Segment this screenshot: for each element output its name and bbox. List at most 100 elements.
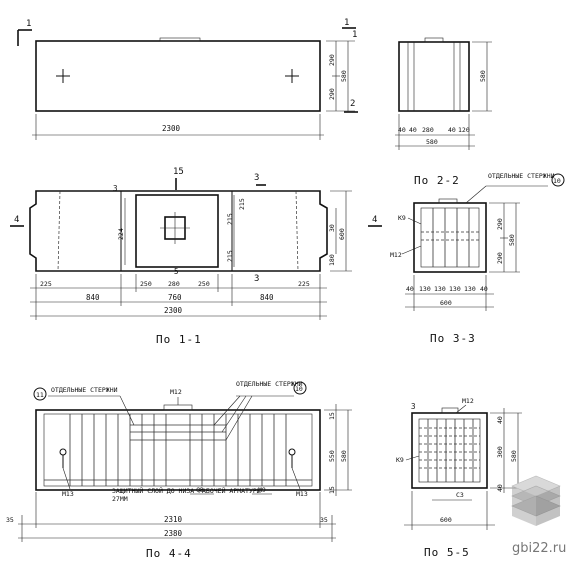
section-4-4: 11 ОТДЕЛЬНЫЕ СТЕРЖНИ М12 ОТДЕЛЬНЫЕ СТЕРЖ… (6, 380, 352, 560)
callout-text: ОТДЕЛЬНЫЕ СТЕРЖНИ (488, 172, 555, 180)
view-title: По 5-5 (424, 546, 470, 559)
leader-line (401, 245, 422, 255)
dim-label: 40 (448, 126, 456, 134)
dim-label: 130 (464, 285, 476, 293)
lifting-loop (424, 37, 444, 43)
label-c3: С3 (196, 486, 204, 494)
view-title: По 3-3 (430, 332, 476, 345)
dim-label: 300 (496, 446, 504, 458)
width-label: 580 (426, 138, 438, 146)
dim-label: 290 (328, 54, 336, 66)
width-label: 600 (440, 299, 452, 307)
label-m12: М12 (462, 397, 474, 405)
dim-label: 130 (419, 285, 431, 293)
dim-label: 600 (338, 228, 346, 240)
section-outline (413, 202, 487, 273)
stack-logo-icon (511, 475, 561, 526)
rebar-cage (420, 207, 480, 268)
dim-label: 35 (320, 516, 328, 524)
section-mark-label: 1 (344, 18, 349, 28)
section-mark-label: 3 (254, 274, 259, 284)
leader-line (405, 455, 420, 461)
leader-line (62, 467, 71, 490)
lifting-loop (441, 407, 459, 414)
dim-label: 40 (409, 126, 417, 134)
beam-outline (35, 409, 321, 491)
anchor-point (59, 448, 67, 456)
dim-label: 290 (496, 252, 504, 264)
dim-label: 40 (406, 285, 414, 293)
leader-line (465, 185, 487, 204)
section-outline (398, 41, 470, 112)
leader-line (407, 217, 422, 225)
width-label: 600 (440, 516, 452, 524)
dim-label: 840 (260, 293, 274, 302)
callout-number: 10 (553, 177, 561, 185)
watermark-text: gbi22.ru (512, 541, 566, 556)
leader-line (455, 404, 467, 414)
label-c3: С3 (456, 491, 464, 499)
section-2-2: 580 40 40 280 40 120 580 По 2-2 (395, 37, 492, 187)
label-m12: М12 (390, 251, 402, 259)
section-5-5: 3 М12 К9 С3 40 300 40 580 600 По 5-5 (396, 397, 522, 559)
section-mark-label: 5 (174, 267, 179, 276)
dim-label: 290 (496, 218, 504, 230)
dim-label: 40 (480, 285, 488, 293)
plan-1-1: 15 4 4 3 3 3 5 224 215 215 215 30 180 60… (10, 167, 382, 346)
label-k9: К9 (396, 456, 404, 464)
label-m12: М12 (170, 388, 182, 396)
dim-label: 215 (226, 250, 234, 262)
label-3: 3 (411, 402, 416, 411)
callout-number: 11 (36, 391, 44, 399)
section-mark-label: 2 (350, 99, 355, 109)
label-m9: М9 (258, 486, 266, 494)
label-m13: М13 (62, 490, 74, 498)
view-title: По 1-1 (156, 333, 202, 346)
overall-length-label: 2300 (162, 124, 181, 133)
rebar-cage (418, 418, 481, 483)
dim-label: 15 (328, 486, 336, 494)
beam-elevation-outline (35, 40, 321, 112)
section-mark-label: 1 (352, 30, 357, 40)
overall-length-label: 2380 (164, 529, 183, 538)
rebar-cage (43, 413, 313, 487)
label-k9: К9 (398, 214, 406, 222)
dim-label: 2310 (164, 515, 183, 524)
plan-outline (29, 190, 328, 272)
dim-label: 280 (422, 126, 434, 134)
dim-label: 550 (328, 450, 336, 462)
leader-line (221, 395, 247, 433)
leader-line (213, 395, 241, 426)
dim-label: 40 (496, 484, 504, 492)
leader-line (225, 395, 253, 441)
dim-label: 35 (6, 516, 14, 524)
dim-label: 130 (434, 285, 446, 293)
lifting-loop (438, 198, 458, 204)
dim-label: 580 (340, 70, 348, 82)
section-mark-label: 3 (113, 184, 118, 193)
dim-label: 15 (328, 412, 336, 420)
dim-label: 580 (340, 450, 348, 462)
dim-label: 840 (86, 293, 100, 302)
dim-label: 30 (328, 224, 336, 232)
callout-circle (33, 387, 47, 401)
view-title: По 2-2 (414, 174, 460, 187)
lifting-loop-top (159, 37, 201, 42)
callout-number: 10 (295, 385, 303, 393)
dim-label: 580 (510, 450, 518, 462)
dim-label: 180 (328, 254, 336, 266)
leader-line (119, 395, 135, 426)
dim-label: 225 (40, 280, 52, 288)
dim-label: 250 (198, 280, 210, 288)
dim-label: 760 (168, 293, 182, 302)
label-m13: М13 (296, 490, 308, 498)
callout-circle (293, 381, 307, 395)
anchor-point (288, 448, 296, 456)
dim-label: 40 (496, 416, 504, 424)
dim-label: 120 (458, 126, 470, 134)
callout-text: ОТДЕЛЬНЫЕ СТЕРЖНИ (236, 380, 303, 388)
callout-circle (551, 173, 565, 187)
center-pocket (135, 194, 219, 268)
view-title: По 4-4 (146, 547, 192, 560)
hidden-line (295, 190, 299, 272)
